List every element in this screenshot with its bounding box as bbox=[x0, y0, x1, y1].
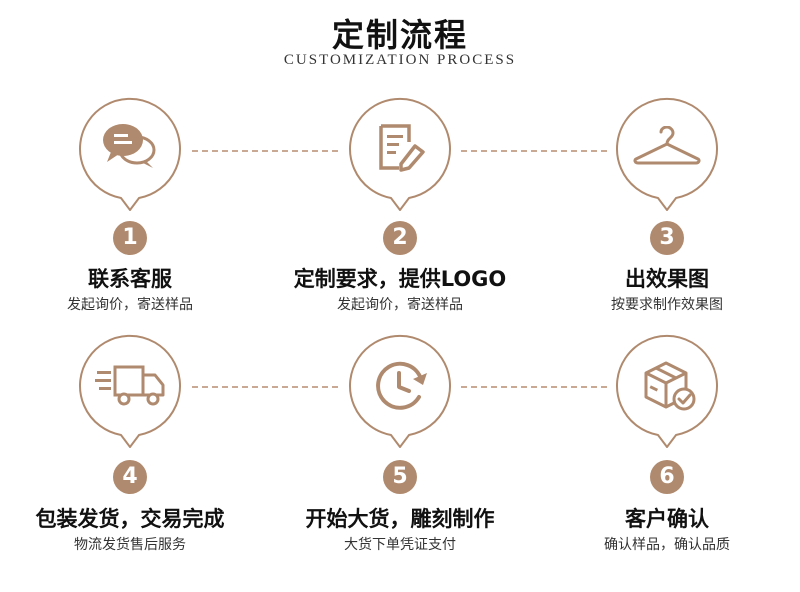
step-title: 客户确认 bbox=[625, 507, 709, 531]
connector-1-2 bbox=[192, 150, 338, 152]
delivery-truck-icon bbox=[95, 365, 165, 406]
step-description: 发起询价，寄送样品 bbox=[337, 297, 463, 313]
package-check-icon bbox=[644, 361, 696, 411]
step-5-pin bbox=[347, 333, 453, 448]
step-2-pin bbox=[347, 96, 453, 211]
step-number-badge: 6 bbox=[650, 460, 684, 494]
step-title: 包装发货，交易完成 bbox=[35, 507, 225, 531]
step-3-pin bbox=[614, 96, 720, 211]
edit-document-icon bbox=[379, 124, 425, 172]
step-6-pin bbox=[614, 333, 720, 448]
connector-4-5 bbox=[192, 386, 338, 388]
step-description: 按要求制作效果图 bbox=[611, 297, 723, 313]
time-clock-icon bbox=[376, 361, 427, 410]
step-description: 发起询价，寄送样品 bbox=[67, 297, 193, 313]
page-subtitle: CUSTOMIZATION PROCESS bbox=[283, 52, 517, 68]
hanger-icon bbox=[633, 126, 701, 165]
chat-bubble-icon bbox=[103, 124, 156, 168]
step-4-pin bbox=[77, 333, 183, 448]
step-1-pin bbox=[77, 96, 183, 211]
step-number-badge: 5 bbox=[383, 460, 417, 494]
connector-5-6 bbox=[461, 386, 607, 388]
step-number-badge: 1 bbox=[113, 221, 147, 255]
step-description: 物流发货售后服务 bbox=[74, 537, 186, 553]
step-title: 联系客服 bbox=[88, 267, 172, 291]
step-description: 确认样品，确认品质 bbox=[604, 537, 730, 553]
step-number-badge: 3 bbox=[650, 221, 684, 255]
page-title: 定制流程 bbox=[331, 16, 468, 54]
step-title: 出效果图 bbox=[625, 267, 709, 291]
step-title: 定制要求，提供LOGO bbox=[293, 267, 507, 291]
step-title: 开始大货，雕刻制作 bbox=[305, 507, 495, 531]
step-number-badge: 4 bbox=[113, 460, 147, 494]
step-description: 大货下单凭证支付 bbox=[344, 537, 456, 553]
step-number-badge: 2 bbox=[383, 221, 417, 255]
connector-2-3 bbox=[461, 150, 607, 152]
